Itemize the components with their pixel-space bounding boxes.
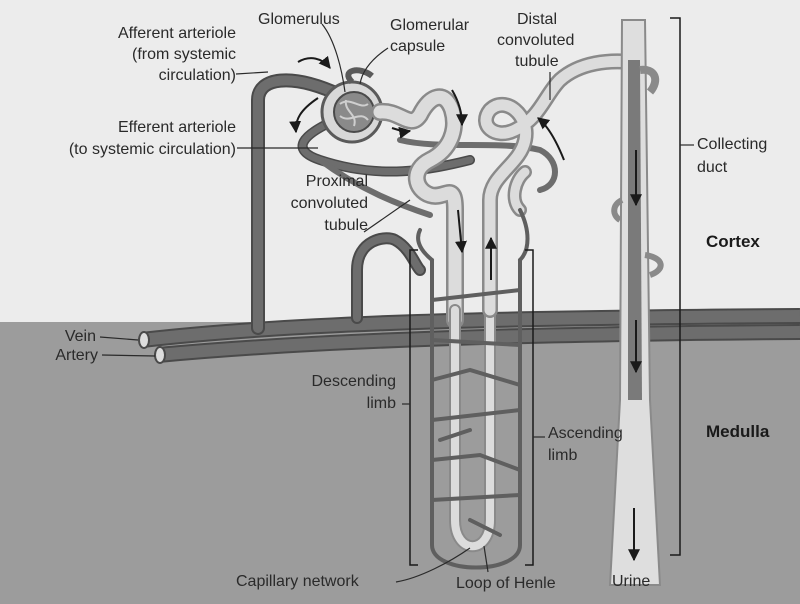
glomerular-capsule-label-1: Glomerular [390, 17, 470, 34]
efferent-label-2: (to systemic circulation) [68, 141, 236, 158]
collecting-duct-label-2: duct [697, 159, 728, 176]
descending-limb-label-1: Descending [311, 373, 397, 390]
glomerular-capsule-label-2: capsule [390, 38, 446, 55]
vein-label: Vein [64, 328, 96, 345]
proximal-tubule-label-1: Proximal [305, 173, 368, 190]
efferent-label-1: Efferent arteriole [118, 119, 236, 136]
afferent-vessel [251, 73, 558, 335]
cortex-region [0, 0, 800, 322]
ascending-limb-label-2: limb [548, 447, 578, 464]
afferent-label-3: circulation) [158, 67, 236, 84]
urine-label: Urine [612, 573, 651, 590]
ascending-limb-label-1: Ascending [548, 425, 623, 442]
afferent-label-2: (from systemic [132, 46, 236, 63]
distal-tubule [478, 53, 638, 318]
loop-of-henle-label: Loop of Henle [456, 575, 556, 592]
descending-limb-label-2: limb [366, 395, 396, 412]
loop-of-henle-tubule [449, 294, 496, 553]
collecting-duct [608, 19, 664, 586]
proximal-tubule [371, 88, 464, 329]
flow-arrows [289, 55, 642, 562]
brackets [409, 17, 681, 566]
leader-lines [99, 23, 694, 583]
glomerulus-label: Glomerulus [258, 11, 340, 28]
afferent-label-1: Afferent arteriole [118, 25, 236, 42]
capillary-network-label: Capillary network [236, 573, 359, 590]
proximal-tubule-label-3: tubule [324, 217, 368, 234]
medulla-label: Medulla [706, 422, 770, 441]
distal-tubule-label-1: Distal [517, 11, 558, 28]
cortex-label: Cortex [706, 232, 760, 251]
capillary-network [416, 208, 530, 570]
proximal-tubule-label-2: convoluted [290, 195, 368, 212]
medulla-region [0, 322, 800, 604]
collecting-duct-label-1: Collecting [697, 136, 768, 153]
distal-tubule-label-3: tubule [515, 53, 559, 70]
artery-label: Artery [55, 347, 98, 364]
distal-tubule-label-2: convoluted [497, 32, 575, 49]
